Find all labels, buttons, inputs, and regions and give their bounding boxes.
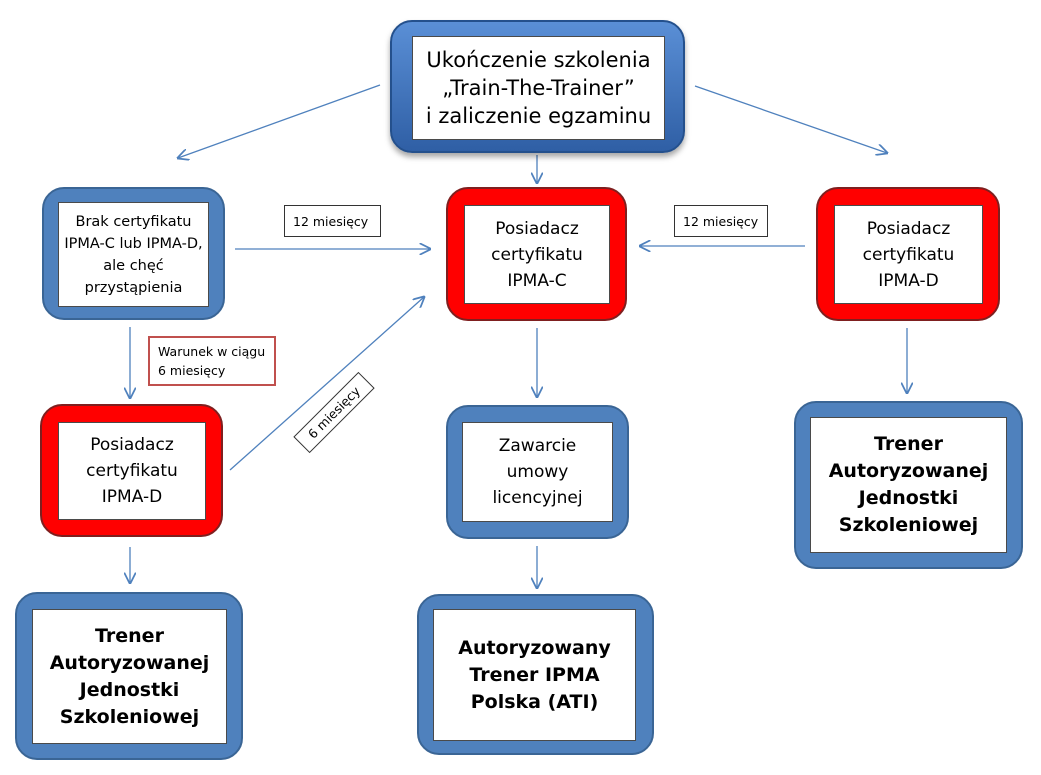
arrow-d-left-to-c — [229, 297, 424, 471]
train-the-trainer-text: Ukończenie szkolenia „Train-The-Trainer”… — [425, 48, 652, 128]
trainer-authorized-unit-left-node: Trener Autoryzowanej Jednostki Szkolenio… — [15, 592, 243, 760]
authorized-trainer-ati-text: Autoryzowany Trener IPMA Polska (ATI) — [458, 636, 611, 713]
ipma-d-holder-right-node: Posiadacz certyfikatu IPMA-D — [816, 187, 1000, 321]
arrow-top-to-right — [694, 85, 887, 153]
ipma-d-holder-left-text: Posiadacz certyfikatu IPMA-D — [86, 435, 178, 507]
trainer-authorized-unit-right-text: Trener Autoryzowanej Jednostki Szkolenio… — [828, 433, 989, 536]
ipma-d-holder-right-text: Posiadacz certyfikatu IPMA-D — [862, 218, 955, 291]
ipma-d-holder-left-node: Posiadacz certyfikatu IPMA-D — [40, 404, 223, 537]
twelve-months-left-label: 12 miesięcy — [284, 205, 381, 237]
license-agreement-node: Zawarcie umowy licencyjnej — [446, 405, 629, 539]
ipma-c-holder-node: Posiadacz certyfikatu IPMA-C — [446, 187, 627, 321]
twelve-months-right-label: 12 miesięcy — [674, 205, 768, 237]
arrow-top-to-left — [178, 84, 381, 158]
train-the-trainer-node: Ukończenie szkolenia „Train-The-Trainer”… — [390, 20, 685, 153]
no-certificate-node: Brak certyfikatu IPMA-C lub IPMA-D, ale … — [42, 187, 225, 320]
trainer-authorized-unit-right-node: Trener Autoryzowanej Jednostki Szkolenio… — [794, 401, 1023, 569]
condition-six-months-label: Warunek w ciągu 6 miesięcy — [148, 336, 276, 386]
ipma-c-holder-text: Posiadacz certyfikatu IPMA-C — [491, 218, 583, 291]
license-agreement-text: Zawarcie umowy licencyjnej — [492, 436, 583, 508]
trainer-authorized-unit-left-text: Trener Autoryzowanej Jednostki Szkolenio… — [49, 624, 210, 728]
no-certificate-text: Brak certyfikatu IPMA-C lub IPMA-D, ale … — [64, 213, 203, 296]
authorized-trainer-ati-node: Autoryzowany Trener IPMA Polska (ATI) — [417, 594, 654, 755]
